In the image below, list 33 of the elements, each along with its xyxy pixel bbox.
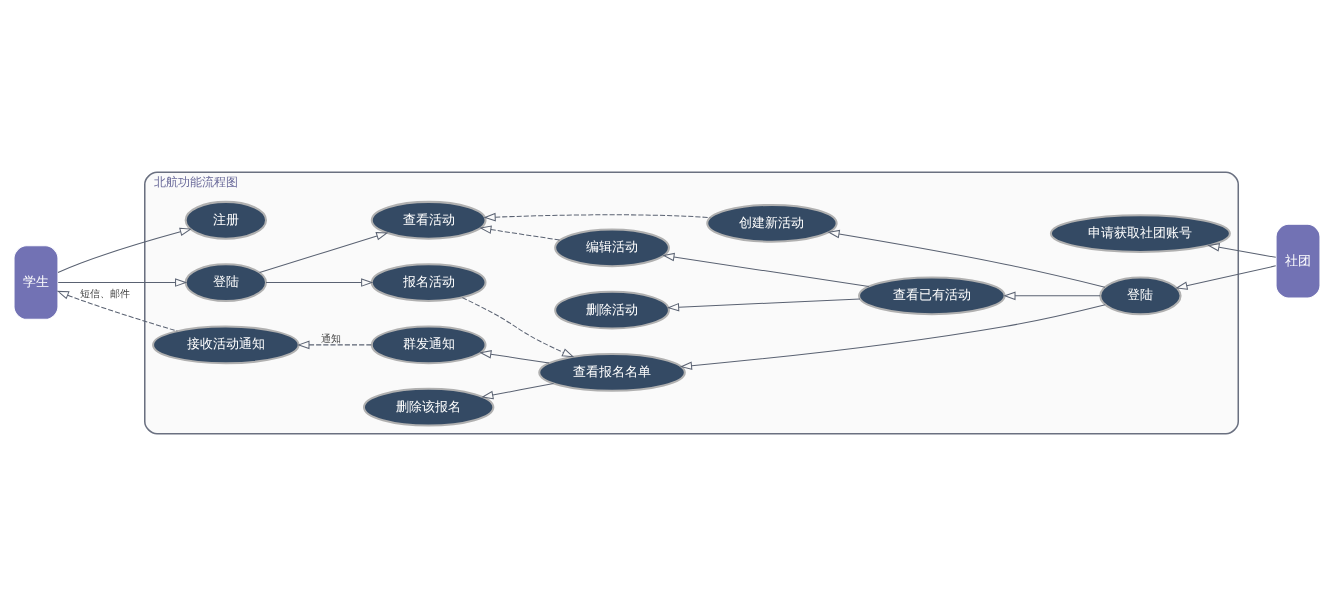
node-ellipse: 登陆 bbox=[1099, 276, 1182, 316]
node-ellipse: 报名活动 bbox=[370, 263, 487, 302]
node-ellipse: 编辑活动 bbox=[554, 228, 670, 268]
node-box: 学生 bbox=[13, 245, 59, 320]
node-box: 社团 bbox=[1275, 223, 1321, 299]
edge-label: 短信、邮件 bbox=[80, 287, 131, 299]
arrow bbox=[679, 304, 1106, 370]
arrow bbox=[297, 340, 373, 350]
arrow bbox=[57, 278, 188, 287]
arrow bbox=[827, 229, 1106, 288]
node-ellipse: 登陆 bbox=[184, 263, 268, 302]
arrow bbox=[1003, 291, 1101, 301]
arrow bbox=[461, 297, 575, 358]
node-ellipse: 接收活动通知 bbox=[152, 325, 300, 365]
arrow bbox=[666, 298, 861, 312]
node-ellipse: 查看已有活动 bbox=[858, 276, 1006, 316]
arrow bbox=[1207, 243, 1277, 258]
node-ellipse: 注册 bbox=[184, 200, 268, 240]
node-ellipse: 群发通知 bbox=[370, 325, 487, 365]
arrow bbox=[662, 252, 870, 287]
arrow bbox=[265, 278, 374, 287]
node-ellipse: 删除活动 bbox=[554, 290, 670, 330]
arrow bbox=[479, 225, 561, 241]
arrow bbox=[57, 227, 193, 274]
edge-label: 通知 bbox=[321, 332, 342, 344]
arrow bbox=[481, 382, 555, 400]
node-ellipse: 查看报名名单 bbox=[538, 353, 686, 392]
arrow bbox=[479, 350, 550, 364]
arrow bbox=[1175, 265, 1277, 290]
arrow bbox=[56, 290, 178, 332]
node-ellipse: 创建新活动 bbox=[706, 203, 838, 243]
arrow bbox=[259, 231, 389, 273]
arrow bbox=[483, 212, 711, 222]
